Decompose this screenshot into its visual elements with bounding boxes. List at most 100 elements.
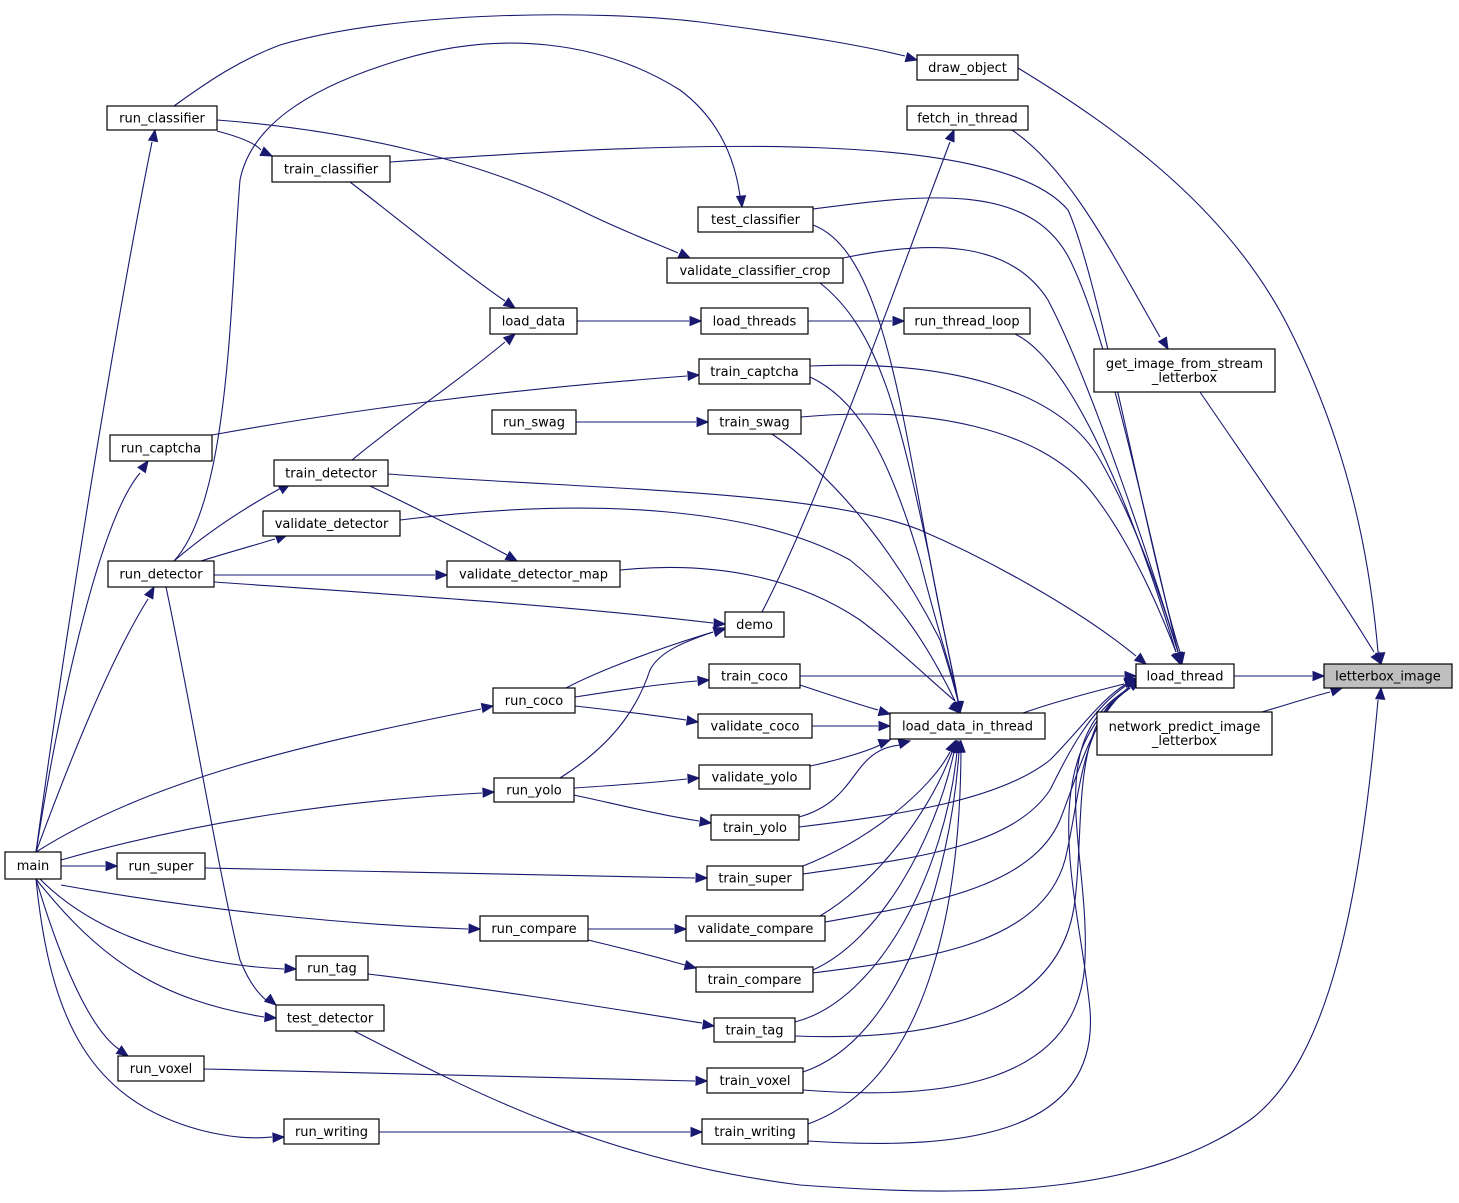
node-train-swag[interactable]: train_swag xyxy=(707,409,802,435)
node-label: train_swag xyxy=(719,416,789,431)
arrowhead xyxy=(504,550,519,562)
node-run-classifier[interactable]: run_classifier xyxy=(106,105,218,131)
node-load-data[interactable]: load_data xyxy=(489,307,578,335)
node-label: train_writing xyxy=(714,1125,796,1140)
node-label: run_detector xyxy=(119,568,203,583)
node-label: run_coco xyxy=(505,694,564,709)
edge-line xyxy=(60,884,469,930)
node-test-classifier[interactable]: test_classifier xyxy=(697,206,814,233)
node-train-super[interactable]: train_super xyxy=(706,865,804,891)
edge-line xyxy=(216,119,679,254)
node-load-threads[interactable]: load_threads xyxy=(700,307,809,335)
edge-run_captcha-to-train_captcha xyxy=(211,370,701,436)
node-demo[interactable]: demo xyxy=(724,611,785,638)
node-train-detector[interactable]: train_detector xyxy=(273,459,389,487)
edge-main-to-run_detector xyxy=(35,585,155,853)
node-train-coco[interactable]: train_coco xyxy=(708,663,801,689)
node-validate-detector-map[interactable]: validate_detector_map xyxy=(446,560,621,588)
edge-line xyxy=(819,282,959,702)
node-box xyxy=(491,409,577,435)
edge-train_super-to-load_data_in_thread xyxy=(802,739,956,867)
edge-line xyxy=(809,376,959,702)
node-box xyxy=(489,307,578,335)
node-validate-classifier-crop[interactable]: validate_classifier_crop xyxy=(666,257,844,284)
node-run-coco[interactable]: run_coco xyxy=(492,687,576,714)
node-train-compare[interactable]: train_compare xyxy=(695,966,814,993)
node-box xyxy=(107,560,215,588)
node-run-tag[interactable]: run_tag xyxy=(295,955,369,981)
edge-load_threads-to-run_thread_loop xyxy=(808,315,906,327)
node-run-yolo[interactable]: run_yolo xyxy=(493,777,575,803)
node-train-writing[interactable]: train_writing xyxy=(701,1118,809,1145)
edge-main-to-run_coco xyxy=(35,702,495,853)
edge-line xyxy=(60,792,483,861)
node-box xyxy=(273,459,389,487)
node-fetch-in-thread[interactable]: fetch_in_thread xyxy=(906,105,1029,131)
arrowhead xyxy=(502,333,517,346)
node-train-classifier[interactable]: train_classifier xyxy=(271,155,391,183)
node-box xyxy=(916,54,1019,81)
node-get-image-from-stream-letterbox[interactable]: get_image_from_stream_letterbox xyxy=(1093,348,1276,393)
edge-test_classifier-to-load_data_in_thread xyxy=(812,224,965,715)
node-train-yolo[interactable]: train_yolo xyxy=(710,814,800,841)
edge-line xyxy=(35,598,149,853)
arrowhead xyxy=(695,872,709,884)
edge-line xyxy=(802,751,951,867)
edge-line xyxy=(349,181,506,302)
node-run-thread-loop[interactable]: run_thread_loop xyxy=(903,307,1031,335)
node-label: fetch_in_thread xyxy=(917,112,1018,127)
node-run-swag[interactable]: run_swag xyxy=(491,409,577,435)
node-train-voxel[interactable]: train_voxel xyxy=(706,1067,804,1094)
node-label: run_swag xyxy=(503,416,565,431)
node-validate-detector[interactable]: validate_detector xyxy=(262,510,401,537)
node-run-compare[interactable]: run_compare xyxy=(479,915,589,942)
node-label: train_captcha xyxy=(710,365,799,380)
node-label: validate_compare xyxy=(698,922,814,937)
node-run-super[interactable]: run_super xyxy=(116,852,206,880)
arrowhead xyxy=(105,860,119,872)
node-box xyxy=(700,307,809,335)
node-train-tag[interactable]: train_tag xyxy=(713,1017,796,1043)
node-run-detector[interactable]: run_detector xyxy=(107,560,215,588)
node-box xyxy=(116,852,206,880)
edge-line xyxy=(771,433,959,702)
edge-validate_yolo-to-load_data_in_thread xyxy=(809,739,892,767)
node-validate-coco[interactable]: validate_coco xyxy=(697,713,813,739)
edge-line xyxy=(812,197,1179,653)
node-box xyxy=(698,764,811,790)
node-validate-yolo[interactable]: validate_yolo xyxy=(698,764,811,790)
arrowhead xyxy=(1374,652,1386,666)
node-run-voxel[interactable]: run_voxel xyxy=(117,1055,205,1082)
node-load-data-in-thread[interactable]: load_data_in_thread xyxy=(889,712,1046,740)
edge-line xyxy=(573,778,688,789)
edge-line xyxy=(842,247,1179,653)
node-box xyxy=(906,105,1029,131)
edge-line xyxy=(200,538,276,562)
node-box xyxy=(706,1067,804,1094)
node-validate-compare[interactable]: validate_compare xyxy=(685,915,826,942)
arrowhead xyxy=(480,702,495,714)
node-load-thread[interactable]: load_thread xyxy=(1135,663,1235,689)
node-main[interactable]: main xyxy=(4,851,62,880)
arrowhead xyxy=(685,715,700,726)
node-box xyxy=(4,851,62,880)
arrowhead xyxy=(143,585,155,600)
arrowhead xyxy=(1157,336,1169,351)
node-run-writing[interactable]: run_writing xyxy=(283,1118,380,1145)
edge-line xyxy=(165,586,267,1001)
edge-run_detector-to-demo xyxy=(213,581,727,629)
node-network-predict-image-letterbox[interactable]: network_predict_image_letterbox xyxy=(1096,711,1273,756)
edge-demo-to-fetch_in_thread xyxy=(761,128,955,613)
node-letterbox-image[interactable]: letterbox_image xyxy=(1323,663,1453,689)
edge-train_super-to-load_thread xyxy=(802,677,1140,875)
node-train-captcha[interactable]: train_captcha xyxy=(698,358,811,385)
node-draw-object[interactable]: draw_object xyxy=(916,54,1019,81)
edge-main-to-run_captcha xyxy=(35,459,149,853)
node-label: test_classifier xyxy=(711,213,801,228)
node-test-detector[interactable]: test_detector xyxy=(275,1004,385,1032)
arrowhead xyxy=(735,195,747,209)
node-label: run_yolo xyxy=(506,784,562,799)
node-run-captcha[interactable]: run_captcha xyxy=(109,434,213,462)
node-label: draw_object xyxy=(928,61,1007,76)
